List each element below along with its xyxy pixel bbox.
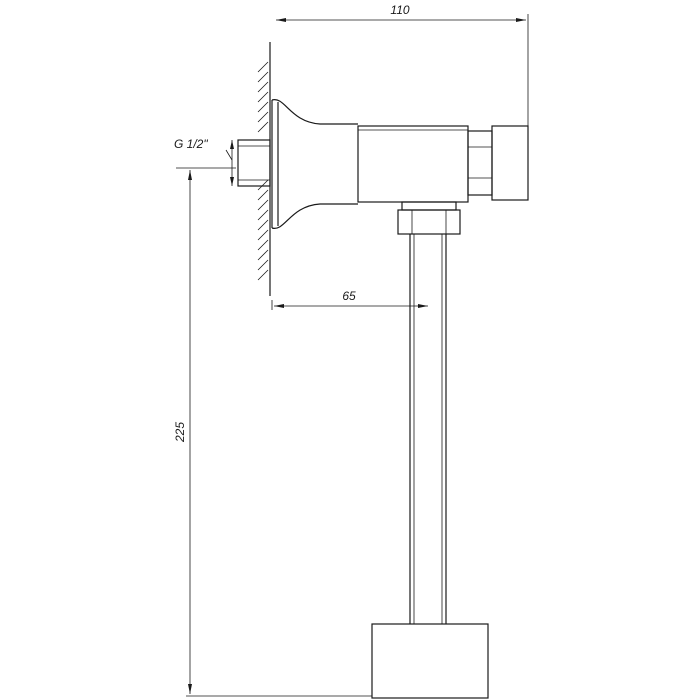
valve-body (357, 125, 469, 203)
dimension-label-225: 225 (173, 422, 187, 443)
dimension-label-110: 110 (390, 3, 409, 17)
dimension-overall-depth: 110 (276, 3, 529, 126)
thread-callout: G 1/2" (174, 137, 234, 186)
wall (257, 42, 271, 296)
outlet-nut (397, 201, 461, 235)
push-button (467, 125, 529, 201)
dimension-label-65: 65 (342, 289, 356, 303)
dimension-wall-to-outlet: 65 (271, 289, 428, 310)
dimension-height: 225 (173, 167, 372, 697)
escutcheon (271, 99, 358, 229)
wall-hatching (257, 61, 269, 281)
flush-pipe (409, 234, 447, 624)
inlet-nipple (237, 139, 271, 187)
bottom-connector (371, 623, 489, 699)
thread-label: G 1/2" (174, 137, 208, 151)
